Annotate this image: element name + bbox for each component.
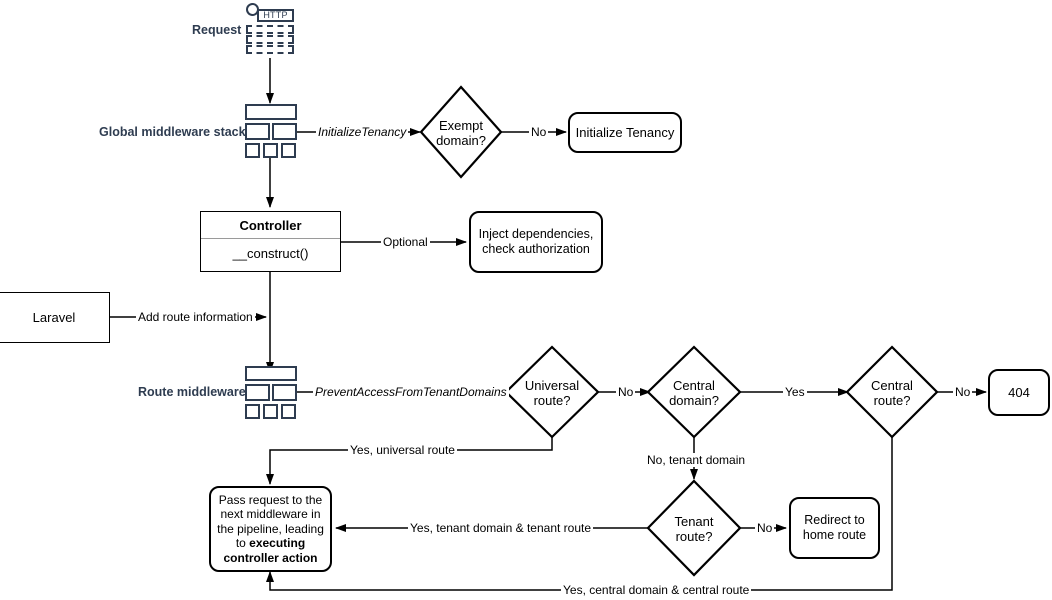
node-controller[interactable]: Controller __construct() (200, 211, 341, 272)
edge-label-prevent-access: PreventAccessFromTenantDomains (313, 385, 509, 399)
global-middleware-stack-label: Global middleware stack (99, 125, 246, 139)
request-dash-row (246, 45, 294, 54)
stack-cell (245, 123, 270, 140)
decision-central-route (845, 345, 939, 439)
stack-cell (281, 143, 296, 158)
edge-label-controller-optional: Optional (381, 235, 430, 249)
decision-central-domain (646, 345, 742, 439)
node-initialize-tenancy[interactable] (568, 112, 682, 153)
edge-label-initialize-tenancy: InitializeTenancy (316, 125, 409, 139)
node-pass-request[interactable] (209, 486, 332, 572)
edge-label-universal-no: No (616, 385, 636, 399)
http-badge: HTTP (257, 9, 294, 22)
edge-label-add-route-information: Add route information (136, 310, 255, 324)
edge-label-tenant-yes: Yes, tenant domain & tenant route (408, 521, 594, 535)
stack-cell (272, 123, 297, 140)
stack-cell (245, 143, 260, 158)
http-request-icon: HTTP (246, 3, 296, 58)
node-404[interactable] (988, 369, 1050, 416)
edge-label-universal-yes: Yes, universal route (348, 443, 457, 457)
edge-label-tenant-route-no: No (755, 521, 775, 535)
stack-cell (281, 404, 296, 419)
route-middleware-label: Route middleware (138, 385, 246, 399)
route-middleware-stack-icon (245, 366, 297, 419)
node-redirect-home-route[interactable] (789, 497, 880, 559)
node-laravel[interactable] (0, 292, 110, 343)
request-label: Request (192, 23, 242, 37)
stack-cell (245, 404, 260, 419)
edge-label-central-domain-no: No, tenant domain (645, 453, 748, 467)
stack-cell (245, 384, 270, 401)
decision-universal-route (504, 345, 600, 439)
decision-exempt-domain (419, 85, 503, 179)
stack-cell (263, 143, 278, 158)
controller-title: Controller (201, 212, 340, 239)
edge-label-exempt-no: No (529, 125, 549, 139)
edge-label-central-yes: Yes, central domain & central route (561, 583, 752, 597)
stack-bar-top (245, 366, 297, 381)
decision-tenant-route (646, 479, 742, 577)
request-dash-row (246, 35, 294, 44)
edge-label-central-route-no: No (953, 385, 973, 399)
stack-cell (263, 404, 278, 419)
global-middleware-stack-icon (245, 104, 297, 158)
node-inject-dependencies[interactable] (469, 211, 603, 273)
controller-method: __construct() (232, 246, 309, 261)
edge-label-central-domain-yes: Yes (783, 385, 807, 399)
stack-bar-top (245, 104, 297, 120)
stack-cell (272, 384, 297, 401)
request-dash-row (246, 25, 294, 34)
